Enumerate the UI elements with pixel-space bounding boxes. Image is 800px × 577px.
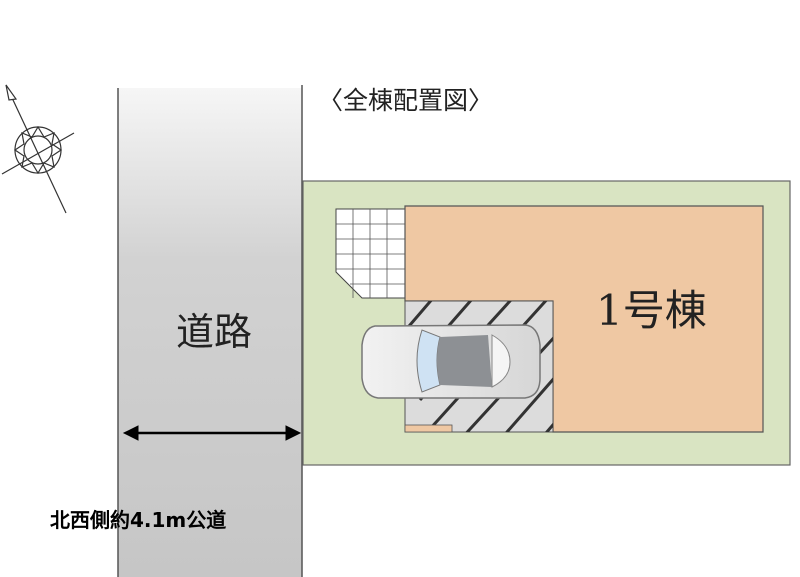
page-title: 〈全棟配置図〉: [318, 86, 493, 115]
double-arrow-icon: [122, 425, 302, 441]
compass-icon: [1, 84, 75, 214]
building-label: 1号棟: [596, 286, 707, 335]
porch-tiles: [335, 208, 406, 299]
car-icon: [361, 324, 541, 399]
road: [117, 85, 303, 577]
road-note: 北西側約4.1m公道: [50, 508, 226, 532]
road-label: 道路: [176, 310, 252, 354]
